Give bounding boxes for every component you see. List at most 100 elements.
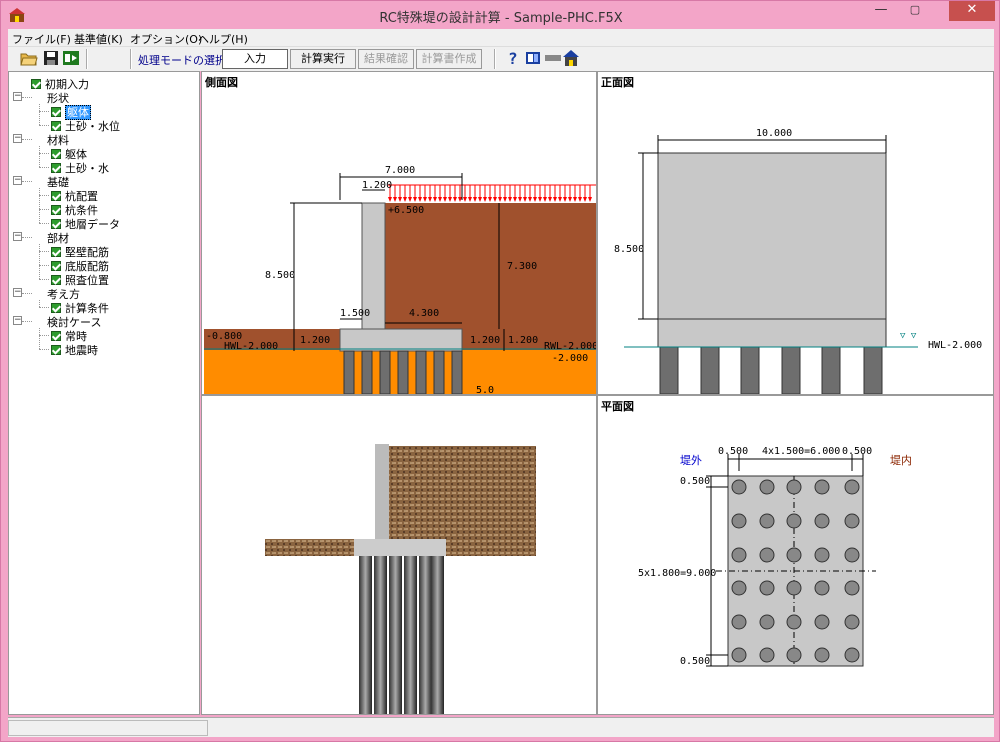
checkbox-icon[interactable] <box>51 219 61 229</box>
checkbox-icon[interactable] <box>51 149 61 159</box>
checkbox-icon[interactable] <box>51 247 61 257</box>
collapse-icon[interactable]: − <box>13 175 22 185</box>
menu-help[interactable]: ヘルプ(H) <box>198 33 248 46</box>
menu-standard-values[interactable]: 基準値(K) <box>74 33 123 46</box>
mode-report-button[interactable]: 計算書作成 <box>416 49 482 69</box>
pile <box>415 350 427 394</box>
input-tree: 初期入力−形状躯体土砂・水位−材料躯体土砂・水−基礎杭配置杭条件地層データ−部材… <box>8 71 200 715</box>
tree-item[interactable]: 底版配筋 <box>51 258 109 273</box>
tree-group[interactable]: 部材 <box>43 230 69 245</box>
tree-item[interactable]: 堅壁配筋 <box>51 244 109 259</box>
tree-item[interactable]: 躯体 <box>51 104 91 120</box>
pile-circle <box>731 647 747 663</box>
load-arrowhead <box>583 197 587 202</box>
side-view-title: 側面図 <box>205 76 238 89</box>
dim-total: 7.000 <box>385 165 415 176</box>
front-soil <box>204 329 340 350</box>
load-arrowhead <box>513 197 517 202</box>
menu-bar: ファイル(F) 基準値(K) オプション(O) ヘルプ(H) <box>8 29 994 47</box>
base-slab <box>339 328 463 352</box>
tree-item[interactable]: 土砂・水位 <box>51 118 120 133</box>
menu-options[interactable]: オプション(O) <box>130 33 203 46</box>
tree-item[interactable]: 常時 <box>51 328 87 343</box>
tree-item[interactable]: 地層データ <box>51 216 120 231</box>
title-bar[interactable]: RC特殊堤の設計計算 - Sample-PHC.F5X — ▢ ✕ <box>1 1 1000 29</box>
tree-group[interactable]: 形状 <box>43 90 69 105</box>
menu-file[interactable]: ファイル(F) <box>12 33 71 46</box>
maximize-button[interactable]: ▢ <box>909 3 921 16</box>
tree-item-label: 躯体 <box>65 105 91 120</box>
tree-connector <box>39 265 49 266</box>
mode-input-button[interactable]: 入力 <box>222 49 288 69</box>
mode-results-button[interactable]: 結果確認 <box>358 49 414 69</box>
plan-view-title: 平面図 <box>601 400 634 413</box>
pile-circle <box>786 614 802 630</box>
gray-bar-icon[interactable] <box>544 49 562 67</box>
dimension-lines <box>290 173 505 351</box>
tree-item[interactable]: 計算条件 <box>51 300 109 315</box>
load-arrowhead <box>468 197 472 202</box>
collapse-icon[interactable]: − <box>13 287 22 297</box>
pile <box>361 350 373 394</box>
book-icon[interactable] <box>524 49 542 67</box>
level-right: -2.000 <box>552 353 588 364</box>
checkbox-icon[interactable] <box>51 205 61 215</box>
tree-item[interactable]: 土砂・水 <box>51 160 109 175</box>
collapse-icon[interactable]: − <box>13 231 22 241</box>
help-icon[interactable]: ? <box>504 49 522 68</box>
checkbox-icon[interactable] <box>51 275 61 285</box>
load-arrowhead <box>398 197 402 202</box>
tree-group[interactable]: 検討ケース <box>43 314 101 329</box>
mode-select-label: 処理モードの選択 <box>138 54 226 67</box>
pile <box>397 350 409 394</box>
save-icon[interactable] <box>42 49 60 67</box>
checkbox-icon[interactable] <box>51 303 61 313</box>
collapse-icon[interactable]: − <box>13 91 22 101</box>
tree-item[interactable]: 杭配置 <box>51 188 98 203</box>
checkbox-icon[interactable] <box>51 163 61 173</box>
pile <box>359 556 372 714</box>
checkbox-icon[interactable] <box>51 261 61 271</box>
checkbox-icon[interactable] <box>51 191 61 201</box>
load-arrowhead <box>428 197 432 202</box>
toolbar-separator <box>86 49 88 69</box>
pile-circle <box>731 547 747 563</box>
checkbox-icon[interactable] <box>31 79 41 89</box>
tree-item-label: 常時 <box>65 330 87 343</box>
load-arrowhead <box>458 197 462 202</box>
checkbox-icon[interactable] <box>51 345 61 355</box>
tree-group[interactable]: 考え方 <box>43 286 80 301</box>
tree-connector <box>39 328 40 349</box>
dim-soil-height: 7.300 <box>507 261 537 272</box>
minimize-button[interactable]: — <box>874 2 888 17</box>
collapse-icon[interactable]: − <box>13 133 22 143</box>
load-arrowhead <box>423 197 427 202</box>
tree-item-initial-input[interactable]: 初期入力 <box>31 76 89 91</box>
mode-calculate-button[interactable]: 計算実行 <box>290 49 356 69</box>
export-icon[interactable] <box>62 49 80 67</box>
3d-slab <box>354 539 446 556</box>
tree-group[interactable]: 材料 <box>43 132 69 147</box>
tree-item[interactable]: 地震時 <box>51 342 98 357</box>
pile <box>863 346 883 394</box>
wall-face <box>657 152 887 348</box>
pile <box>433 350 445 394</box>
collapse-icon[interactable]: − <box>13 315 22 325</box>
checkbox-icon[interactable] <box>51 107 61 117</box>
tree-group[interactable]: 基礎 <box>43 174 69 189</box>
load-arrowhead <box>533 197 537 202</box>
house-icon[interactable] <box>562 49 580 67</box>
close-button[interactable]: ✕ <box>949 1 995 21</box>
tree-connector <box>39 307 49 308</box>
tree-item[interactable]: 躯体 <box>51 146 87 161</box>
checkbox-icon[interactable] <box>51 331 61 341</box>
open-folder-icon[interactable] <box>20 49 38 67</box>
load-arrowhead <box>543 197 547 202</box>
toolbar: 処理モードの選択 入力 計算実行 結果確認 計算書作成 ? <box>8 47 994 71</box>
tree-item[interactable]: 杭条件 <box>51 202 98 217</box>
checkbox-icon[interactable] <box>51 121 61 131</box>
tree-item[interactable]: 照査位置 <box>51 272 109 287</box>
tree-connector <box>39 244 40 279</box>
front-dimensions <box>638 135 887 320</box>
label-outer-side: 堤外 <box>680 454 702 467</box>
